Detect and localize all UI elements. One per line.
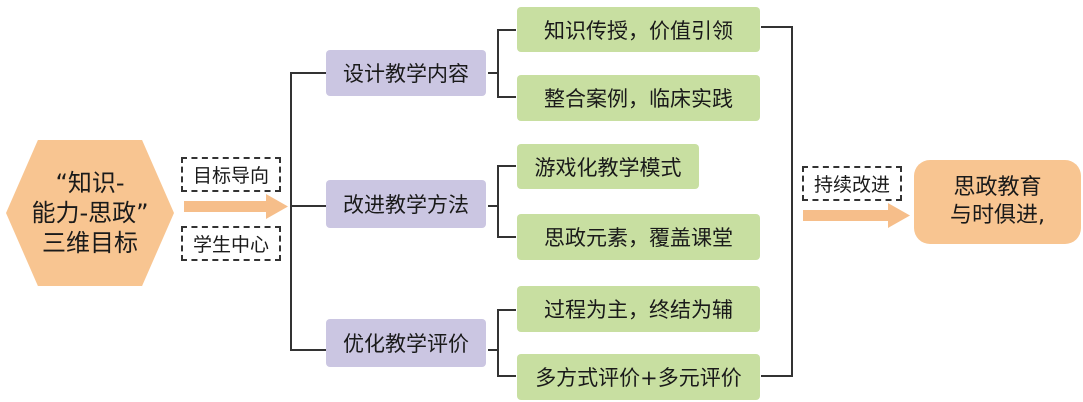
goal-line-1: “知识- [55, 169, 125, 197]
item-knowledge-value: 知识传授，价值引领 [517, 7, 760, 52]
goal-line-3: 三维目标 [42, 229, 138, 257]
goal-line-2: 能力-思政” [31, 199, 149, 227]
guide-label-bottom: 学生中心 [181, 226, 281, 261]
sub-bracket-3 [488, 309, 516, 377]
strategy-design-content: 设计教学内容 [326, 50, 486, 96]
guide-label-top: 目标导向 [181, 157, 281, 192]
outcome-line-1: 思政教育 [953, 175, 1042, 200]
outcome-line-2: 与时俱进, [950, 203, 1045, 228]
outcome-bracket [761, 26, 793, 377]
item-cases-practice: 整合案例，临床实践 [517, 75, 760, 121]
arrow-to-outcome [803, 203, 910, 228]
arrow-to-strategies [184, 194, 288, 219]
item-ideology-classroom: 思政元素，覆盖课堂 [517, 214, 760, 260]
item-process-final: 过程为主，终结为辅 [517, 286, 760, 332]
outcome-box: 思政教育 与时俱进, [914, 160, 1081, 244]
strategy-bracket [290, 72, 326, 351]
sub-bracket-1 [488, 29, 516, 98]
sub-bracket-2 [488, 165, 516, 238]
process-label: 持续改进 [802, 166, 902, 201]
strategy-improve-method: 改进教学方法 [326, 180, 486, 228]
goal-hexagon: “知识- 能力-思政” 三维目标 [6, 140, 174, 286]
item-gamified-teaching: 游戏化教学模式 [517, 144, 699, 189]
item-multi-evaluation: 多方式评价+多元评价 [517, 354, 760, 400]
strategy-optimize-evaluation: 优化教学评价 [326, 319, 486, 367]
